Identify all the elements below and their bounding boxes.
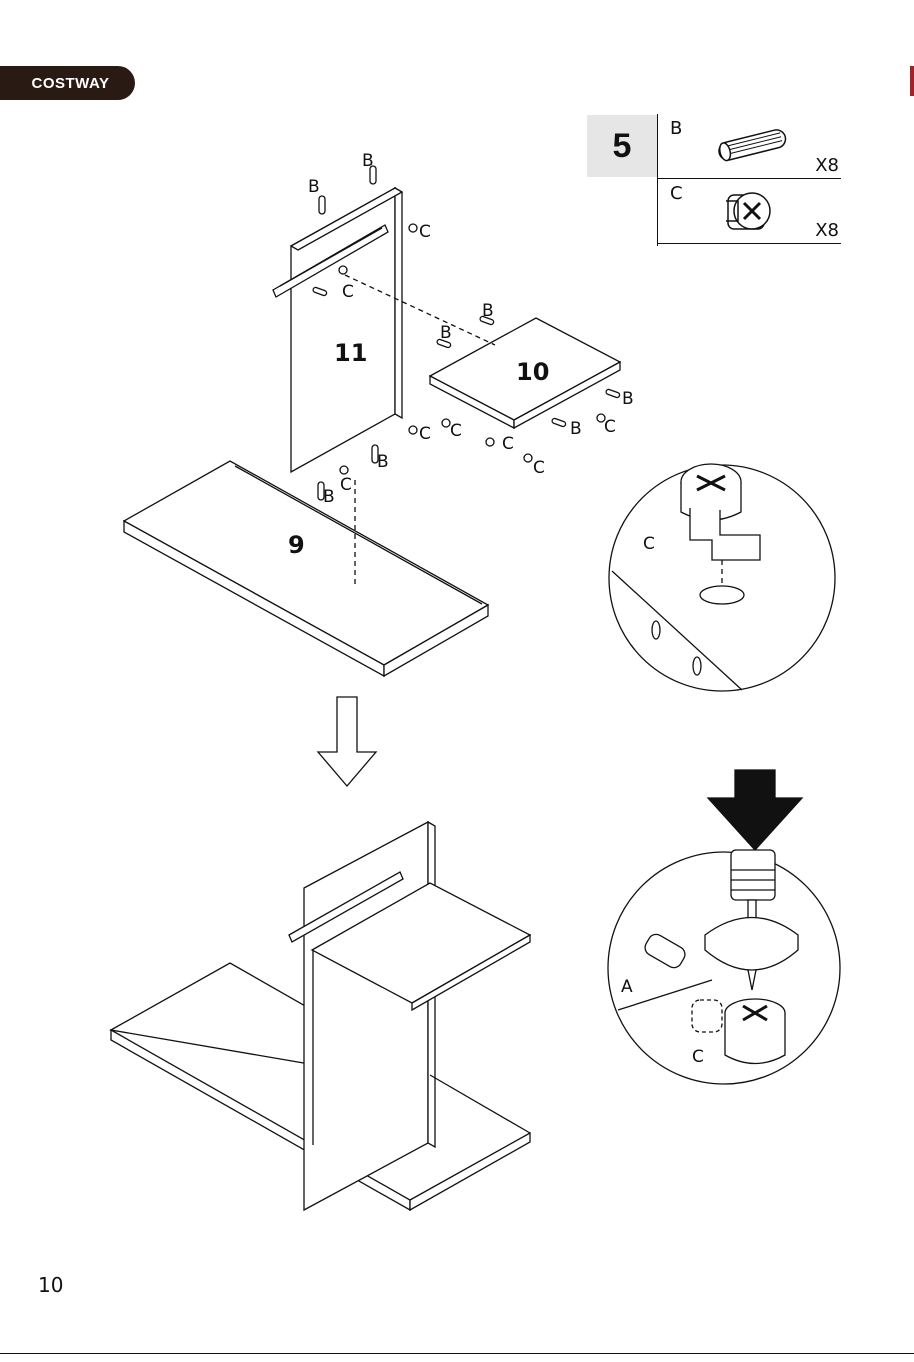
cam-label: C (533, 458, 545, 478)
dowel-label: B (323, 487, 335, 507)
cam-detail-view (609, 464, 835, 691)
screwdriver-detail-view (608, 770, 840, 1084)
dowel-label: B (377, 452, 389, 472)
cam-label: C (450, 421, 462, 441)
cam-label: C (604, 417, 616, 437)
dowel-label: B (440, 323, 452, 343)
dowel-label: B (622, 389, 634, 409)
dowel-label: B (362, 151, 374, 171)
assembled-unit (111, 822, 530, 1210)
cam-label: C (419, 222, 431, 242)
shelf-10-label: 10 (516, 358, 549, 386)
board-9 (124, 461, 488, 676)
footer-divider (0, 1353, 914, 1354)
cam-label: C (419, 424, 431, 444)
cam-label: C (340, 475, 352, 495)
board-9-label: 9 (288, 531, 305, 559)
cam-label: C (502, 434, 514, 454)
cam-label: C (342, 282, 354, 302)
dowel-label: B (308, 177, 320, 197)
cam-label: C (643, 534, 655, 554)
screw-label: A (621, 977, 633, 997)
dowel-label: B (570, 419, 582, 439)
page-number: 10 (38, 1273, 63, 1297)
panel-11-label: 11 (334, 339, 367, 367)
panel-11 (273, 188, 402, 472)
dowel-label: B (482, 301, 494, 321)
cam-label: C (692, 1047, 704, 1067)
